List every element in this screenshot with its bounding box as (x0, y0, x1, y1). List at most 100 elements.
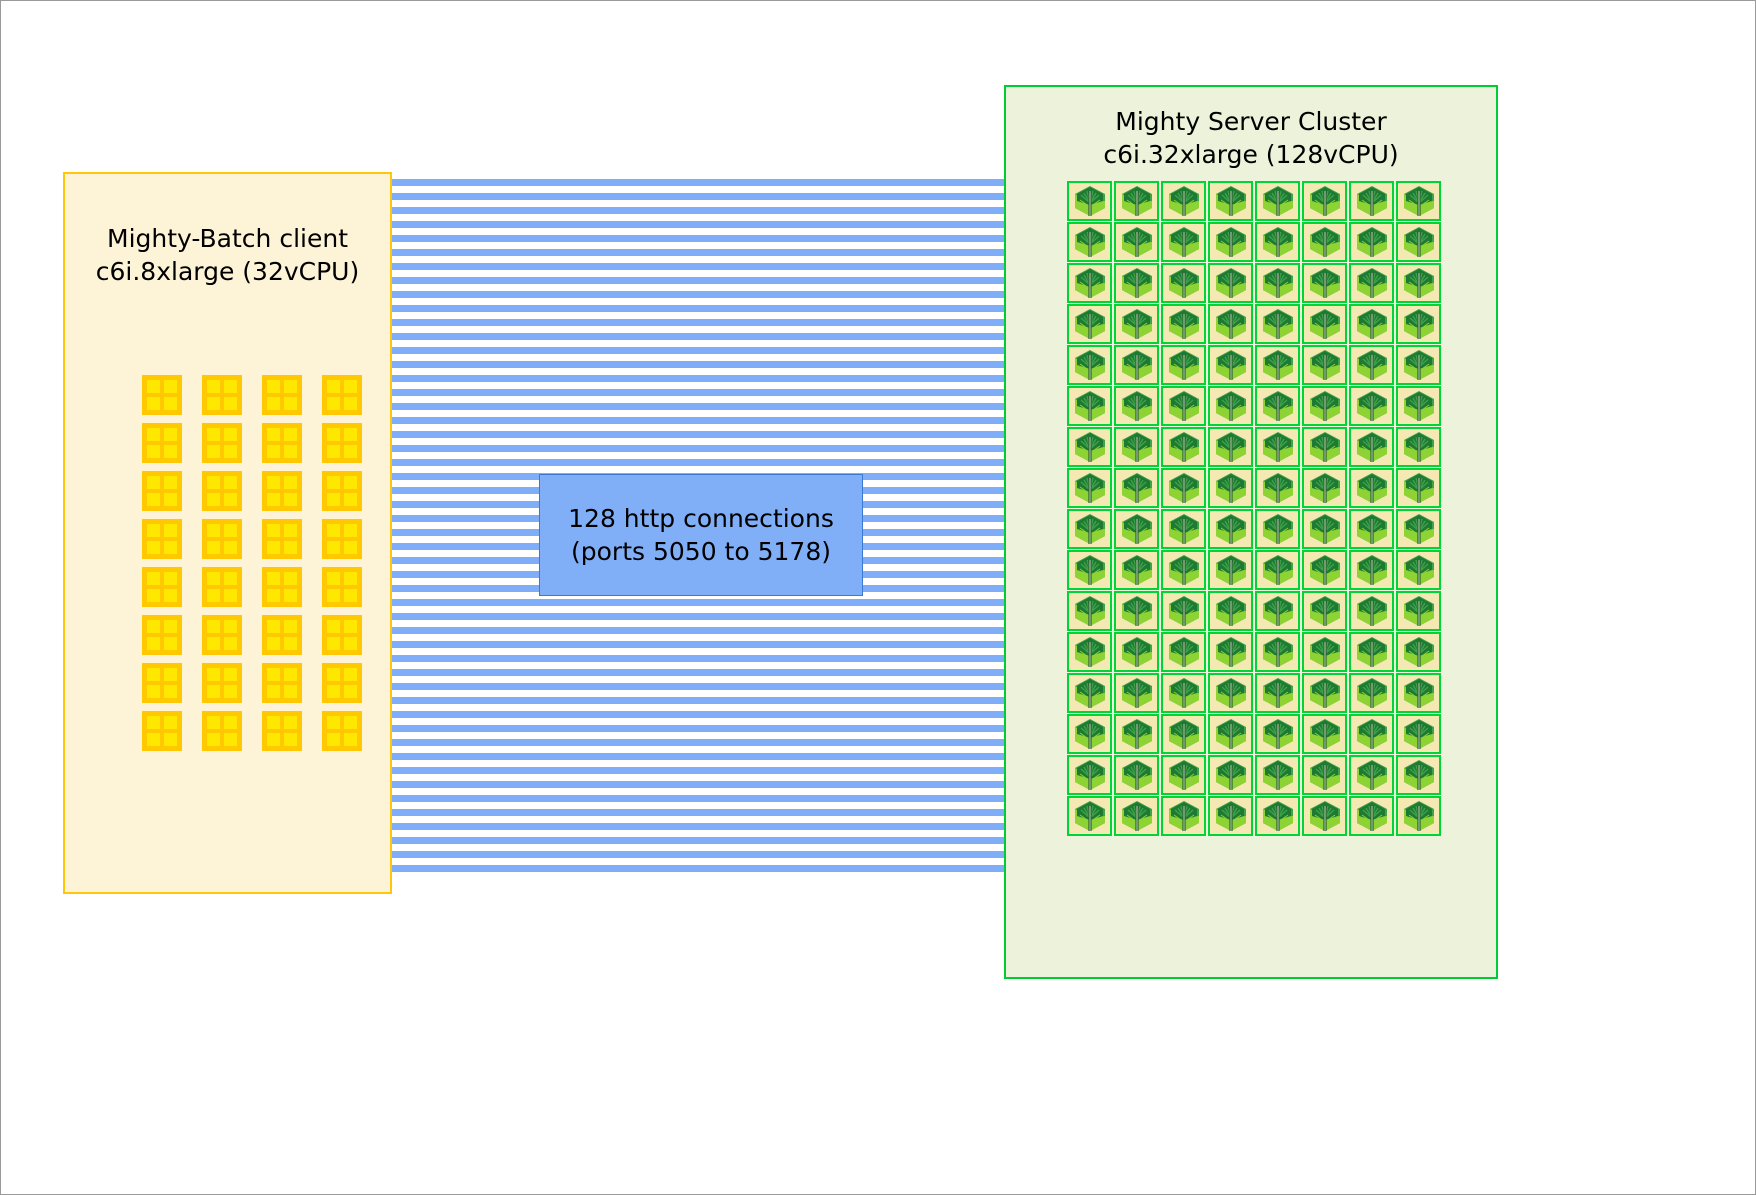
cpu-core-cell (267, 397, 280, 410)
server-panel: Mighty Server Cluster c6i.32xlarge (128v… (1004, 85, 1498, 979)
cpu-core-icon (259, 612, 305, 658)
cpu-core-cell (327, 668, 340, 681)
mighty-tree-server-icon (1067, 304, 1112, 344)
mighty-tree-server-icon (1067, 263, 1112, 303)
mighty-tree-server-icon (1067, 386, 1112, 426)
connection-label-box: 128 http connections (ports 5050 to 5178… (539, 474, 863, 596)
cpu-core-cell (147, 668, 160, 681)
cpu-core-cell (224, 716, 237, 729)
mighty-tree-server-icon (1302, 181, 1347, 221)
mighty-tree-server-icon (1349, 386, 1394, 426)
cpu-core-cell (327, 637, 340, 650)
cpu-chip-frame (322, 711, 362, 751)
cpu-chip-frame (202, 615, 242, 655)
mighty-tree-server-icon (1255, 181, 1300, 221)
mighty-tree-server-icon (1208, 263, 1253, 303)
cpu-core-cell (224, 428, 237, 441)
mighty-tree-server-icon (1349, 222, 1394, 262)
cpu-core-icon (139, 708, 185, 754)
cpu-core-icon (139, 420, 185, 466)
cpu-core-cell (164, 476, 177, 489)
client-cpu-grid (139, 372, 365, 754)
cpu-core-icon (319, 420, 365, 466)
client-panel-title: Mighty-Batch client c6i.8xlarge (32vCPU) (65, 222, 390, 289)
cpu-core-cell (207, 716, 220, 729)
cpu-core-icon (199, 708, 245, 754)
cpu-chip-frame (322, 375, 362, 415)
cpu-chip-frame (202, 519, 242, 559)
mighty-tree-server-icon (1302, 222, 1347, 262)
mighty-tree-server-icon (1255, 509, 1300, 549)
cpu-core-cell (207, 380, 220, 393)
mighty-tree-server-icon (1349, 755, 1394, 795)
mighty-tree-server-icon (1161, 509, 1206, 549)
cpu-core-icon (319, 516, 365, 562)
mighty-tree-server-icon (1114, 181, 1159, 221)
cpu-chip-frame (202, 663, 242, 703)
mighty-tree-server-icon (1396, 755, 1441, 795)
cpu-core-cell (344, 637, 357, 650)
cpu-core-cell (207, 428, 220, 441)
cpu-core-cell (284, 445, 297, 458)
cpu-core-cell (164, 716, 177, 729)
mighty-tree-server-icon (1067, 550, 1112, 590)
cpu-chip-frame (322, 423, 362, 463)
cpu-core-cell (344, 620, 357, 633)
mighty-tree-server-icon (1161, 673, 1206, 713)
mighty-tree-server-icon (1302, 755, 1347, 795)
cpu-core-cell (164, 620, 177, 633)
mighty-tree-server-icon (1396, 386, 1441, 426)
mighty-tree-server-icon (1114, 345, 1159, 385)
cpu-core-cell (147, 476, 160, 489)
mighty-tree-server-icon (1208, 755, 1253, 795)
cpu-core-icon (319, 660, 365, 706)
cpu-core-cell (284, 620, 297, 633)
cpu-core-icon (259, 516, 305, 562)
mighty-tree-server-icon (1349, 714, 1394, 754)
cpu-core-cell (327, 397, 340, 410)
cpu-core-cell (224, 668, 237, 681)
cpu-core-cell (207, 397, 220, 410)
mighty-tree-server-icon (1349, 304, 1394, 344)
cpu-core-cell (164, 685, 177, 698)
mighty-tree-server-icon (1396, 509, 1441, 549)
cpu-core-cell (284, 733, 297, 746)
mighty-tree-server-icon (1349, 468, 1394, 508)
mighty-tree-server-icon (1208, 550, 1253, 590)
cpu-core-cell (207, 541, 220, 554)
cpu-core-cell (267, 541, 280, 554)
cpu-core-cell (147, 620, 160, 633)
cpu-core-cell (164, 541, 177, 554)
cpu-core-icon (139, 612, 185, 658)
cpu-core-cell (344, 716, 357, 729)
cpu-core-icon (199, 564, 245, 610)
cpu-core-cell (267, 637, 280, 650)
mighty-tree-server-icon (1302, 632, 1347, 672)
mighty-tree-server-icon (1208, 509, 1253, 549)
cpu-core-cell (284, 493, 297, 506)
mighty-tree-server-icon (1208, 468, 1253, 508)
mighty-tree-server-icon (1255, 263, 1300, 303)
mighty-tree-server-icon (1302, 550, 1347, 590)
mighty-tree-server-icon (1208, 591, 1253, 631)
mighty-tree-server-icon (1255, 427, 1300, 467)
cpu-core-icon (259, 372, 305, 418)
cpu-core-icon (199, 660, 245, 706)
mighty-tree-server-icon (1255, 632, 1300, 672)
cpu-core-cell (267, 572, 280, 585)
connection-label-line-1: 128 http connections (568, 503, 834, 533)
cpu-core-cell (207, 524, 220, 537)
cpu-core-cell (224, 733, 237, 746)
server-panel-title: Mighty Server Cluster c6i.32xlarge (128v… (1006, 105, 1496, 172)
cpu-core-cell (344, 733, 357, 746)
mighty-tree-server-icon (1114, 263, 1159, 303)
cpu-core-cell (164, 589, 177, 602)
cpu-core-cell (267, 685, 280, 698)
mighty-tree-server-icon (1396, 714, 1441, 754)
cpu-core-cell (267, 524, 280, 537)
cpu-chip-frame (202, 711, 242, 751)
cpu-core-cell (164, 668, 177, 681)
cpu-core-icon (139, 372, 185, 418)
cpu-core-cell (267, 589, 280, 602)
